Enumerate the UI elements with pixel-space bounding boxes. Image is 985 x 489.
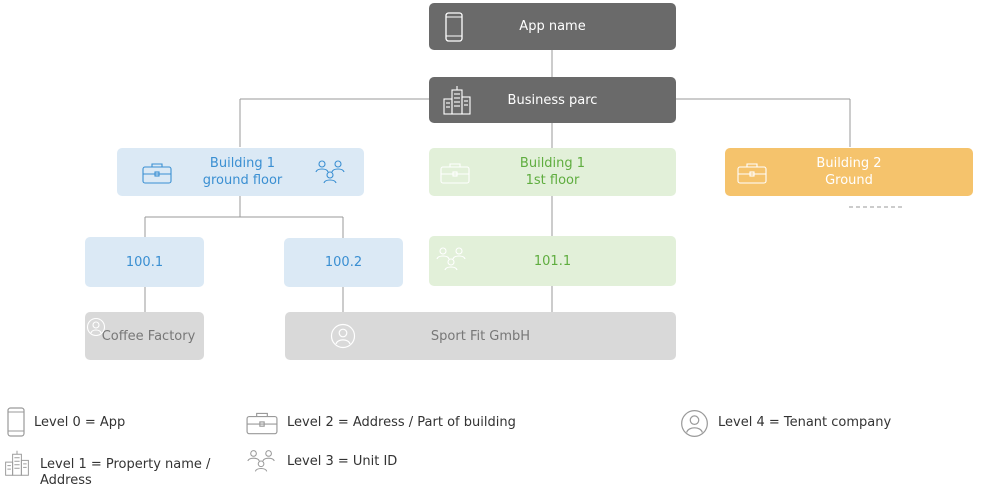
node-building1-ground-line2: ground floor xyxy=(202,173,283,188)
node-unit-100-2[interactable]: 100.2 xyxy=(284,238,403,287)
node-tenant-coffee-factory[interactable]: Coffee Factory xyxy=(85,312,204,360)
people-group-icon xyxy=(247,450,275,472)
node-unit-101-1[interactable]: 101.1 xyxy=(429,236,676,286)
legend-level-2-label: Level 2 = Address / Part of building xyxy=(287,415,516,430)
node-building1-1st[interactable]: Building 1 1st floor xyxy=(429,148,676,196)
legend-level-0-label: Level 0 = App xyxy=(34,415,126,430)
legend-level-0: Level 0 = App xyxy=(7,407,224,437)
people-group-icon xyxy=(436,247,466,271)
node-unit-100-1[interactable]: 100.1 xyxy=(85,237,204,287)
legend-level-4-label: Level 4 = Tenant company xyxy=(718,415,892,430)
legend-level-2: Level 2 = Address / Part of building xyxy=(246,411,547,435)
legend-level-1-label: Level 1 = Property name / Address xyxy=(40,457,211,488)
node-building1-ground[interactable]: Building 1 ground floor xyxy=(117,148,364,196)
node-tenant-sport-fit-label: Sport Fit GmbH xyxy=(430,328,531,344)
node-tenant-coffee-factory-label: Coffee Factory xyxy=(101,328,196,344)
person-circle-icon xyxy=(86,317,106,337)
node-unit-100-1-label: 100.1 xyxy=(125,254,164,270)
node-tenant-sport-fit[interactable]: Sport Fit GmbH xyxy=(285,312,676,360)
legend-level-4: Level 4 = Tenant company xyxy=(680,409,938,438)
node-business-parc[interactable]: Business parc xyxy=(429,77,676,123)
briefcase-icon xyxy=(440,163,470,184)
legend-level-3-label: Level 3 = Unit ID xyxy=(287,454,398,469)
node-building2-ground-line1: Building 2 xyxy=(816,156,882,171)
buildings-icon xyxy=(5,450,29,476)
briefcase-icon xyxy=(246,412,278,435)
phone-icon xyxy=(7,407,25,437)
person-circle-icon xyxy=(330,323,356,349)
node-building1-ground-line1: Building 1 xyxy=(209,156,276,171)
phone-icon xyxy=(445,12,463,42)
legend-level-3: Level 3 = Unit ID xyxy=(246,448,477,474)
node-app[interactable]: App name xyxy=(429,3,676,50)
node-building1-1st-line1: Building 1 xyxy=(519,156,586,171)
node-building1-1st-line2: 1st floor xyxy=(525,173,580,188)
node-unit-101-1-label: 101.1 xyxy=(533,253,572,269)
buildings-icon xyxy=(443,86,471,115)
node-unit-100-2-label: 100.2 xyxy=(324,255,363,270)
people-group-icon xyxy=(315,160,345,184)
briefcase-icon xyxy=(737,163,767,184)
node-business-parc-label: Business parc xyxy=(507,92,598,108)
briefcase-icon xyxy=(142,163,172,184)
legend-level-1: Level 1 = Property name / Address xyxy=(3,449,220,489)
person-circle-icon xyxy=(681,410,708,437)
node-building2-ground[interactable]: Building 2 Ground xyxy=(725,148,973,196)
node-building2-ground-line2: Ground xyxy=(825,173,873,188)
node-app-label: App name xyxy=(519,19,586,34)
